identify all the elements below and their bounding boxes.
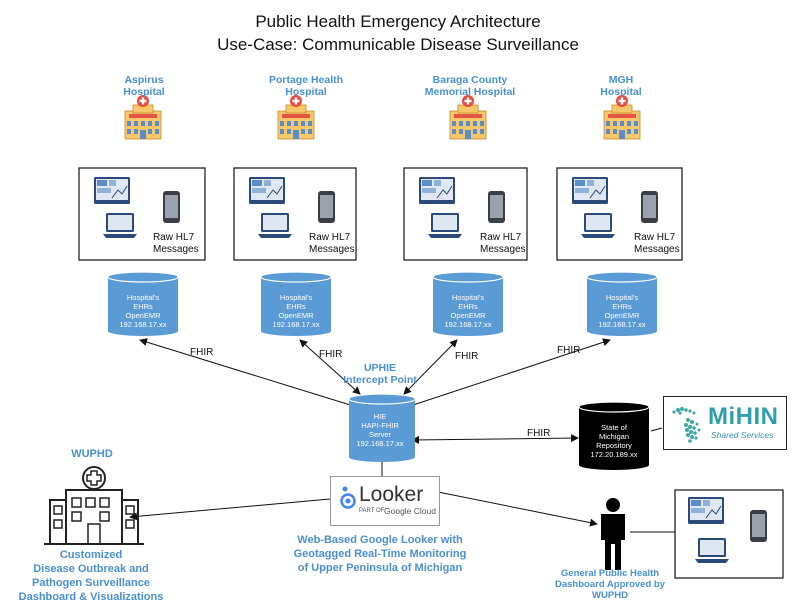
laptop-icon-1 (103, 213, 137, 238)
fhir-label-1: FHIR (190, 347, 214, 358)
fhir-label-4: FHIR (557, 345, 581, 356)
smartphone-icon-4 (641, 191, 658, 223)
raw-hl7-label-3: Raw HL7 Messages (480, 232, 526, 255)
looker-to-wuphd-arrow (129, 498, 331, 521)
looker-part-of: PART OF (359, 508, 385, 514)
wuphd-building-icon (44, 466, 144, 545)
hospital-name-portage: Portage Health Hospital (268, 74, 344, 98)
fhir-label-2: FHIR (319, 349, 343, 360)
state-repo-cylinder (578, 401, 650, 470)
title-line-1: Public Health Emergency Architecture (255, 12, 541, 31)
hospital-building-icon-3 (449, 95, 487, 140)
hie-server-cylinder (348, 393, 416, 462)
connectors (129, 338, 675, 533)
laptop-icon-2 (258, 213, 292, 238)
raw-hl7-label-4: Raw HL7 Messages (634, 232, 680, 255)
hospital-name-baraga: Baraga County Memorial Hospital (424, 74, 516, 98)
ehr-db-label-3: Hospital's EHRs OpenEMR 192.168.17.xx (444, 293, 492, 329)
raw-hl7-label-2: Raw HL7 Messages (309, 232, 355, 255)
dashboard-screen-icon-3 (419, 177, 455, 204)
hie-server-label: HIE HAPI-FHIR Server 192.168.17.xx (356, 412, 404, 448)
hospital-name-aspirus: Aspirus Hospital (123, 74, 165, 98)
ehr-database-icon-1 (107, 271, 179, 336)
laptop-icon-4 (581, 213, 615, 238)
center-nodes (44, 393, 784, 579)
michigan-map-icon (672, 407, 701, 443)
ehr-db-label-1: Hospital's EHRs OpenEMR 192.168.17.xx (119, 293, 167, 329)
public-laptop-icon (695, 538, 729, 563)
looker-mark-icon (340, 486, 356, 509)
ehr-db-label-2: Hospital's EHRs OpenEMR 192.168.17.xx (272, 293, 320, 329)
fhir-arrow-4 (403, 338, 611, 410)
ehr-database-icon-3 (432, 271, 504, 336)
uphie-label: UPHIE Intercept Point (343, 362, 417, 386)
looker-name: Looker (359, 483, 424, 506)
smartphone-icon-3 (488, 191, 505, 223)
wuphd-caption: Customized Disease Outbreak and Pathogen… (18, 549, 164, 603)
fhir-arrow-2 (299, 339, 361, 395)
dashboard-screen-icon-1 (94, 177, 130, 204)
public-user-icon (601, 498, 625, 570)
state-to-mihin-line (650, 427, 663, 432)
looker-to-public-arrow (437, 491, 598, 527)
laptop-icon-3 (428, 213, 462, 238)
ehr-database-icon-2 (260, 271, 332, 336)
looker-caption: Web-Based Google Looker with Geotagged R… (293, 534, 467, 574)
public-dashboard-caption: General Public Health Dashboard Approved… (555, 568, 665, 601)
smartphone-icon-1 (163, 191, 180, 223)
dashboard-screen-icon-4 (572, 177, 608, 204)
looker-google-cloud: Google Cloud (384, 506, 436, 516)
smartphone-icon-2 (318, 191, 335, 223)
mihin-logo-box: MiHIN Shared Services (663, 396, 787, 450)
hospital-building-icon-4 (603, 95, 641, 140)
ehr-database-icon-4 (586, 271, 658, 336)
fhir-label-state: FHIR (527, 428, 551, 439)
public-smartphone-icon (750, 510, 767, 542)
hospital-building-icon-1 (124, 95, 162, 140)
ehr-db-label-4: Hospital's EHRs OpenEMR 192.168.17.xx (598, 293, 646, 329)
public-dashboard-screen-icon (688, 497, 724, 524)
looker-logo-box: Looker PART OF Google Cloud (330, 476, 440, 526)
mihin-name: MiHIN (708, 403, 779, 430)
fhir-label-3: FHIR (455, 351, 479, 362)
hospital-columns (78, 95, 683, 336)
fhir-arrow-1 (139, 338, 361, 410)
state-repo-label: State of Michigan Repository 172.20.189.… (590, 423, 638, 459)
hospital-name-mgh: MGH Hospital (600, 74, 642, 98)
raw-hl7-label-1: Raw HL7 Messages (153, 232, 199, 255)
dashboard-screen-icon-2 (249, 177, 285, 204)
fhir-arrow-state (411, 434, 579, 444)
hospital-building-icon-2 (277, 95, 315, 140)
title-line-2: Use-Case: Communicable Disease Surveilla… (217, 35, 579, 54)
wuphd-label: WUPHD (71, 448, 113, 460)
mihin-sub: Shared Services (711, 430, 774, 440)
